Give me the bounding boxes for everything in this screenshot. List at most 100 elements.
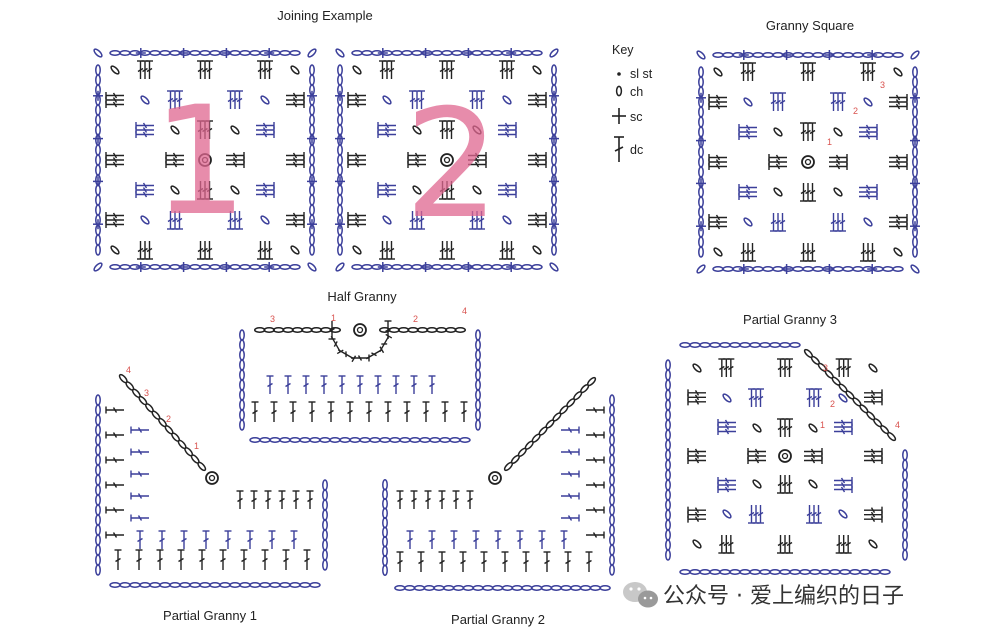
chain-stitch <box>441 264 453 270</box>
chain-stitch <box>551 124 557 136</box>
chain-stitch <box>382 517 388 529</box>
chain-stitch <box>412 185 422 195</box>
dc-stitch <box>503 241 511 260</box>
dc-stitch <box>508 60 515 79</box>
magic-ring <box>801 155 815 169</box>
chain-stitch <box>551 244 557 256</box>
dc-stitch <box>840 535 848 554</box>
sc-stitch <box>781 264 792 274</box>
sc-stitch <box>549 219 559 230</box>
chain-stitch <box>589 585 602 591</box>
chain-stitch <box>95 554 101 566</box>
chain-stitch <box>429 437 441 443</box>
dc-stitch <box>757 388 764 407</box>
dc-stitch <box>177 549 185 570</box>
dc-stitch <box>804 62 812 81</box>
chain-stitch <box>832 52 844 58</box>
chain-stitch <box>269 582 281 588</box>
chain-stitch <box>95 104 101 116</box>
sc-stitch <box>696 135 706 146</box>
dc-stitch <box>717 423 736 431</box>
chain-stitch <box>912 76 918 88</box>
magic-ring <box>198 153 212 167</box>
chain-stitch <box>95 464 101 476</box>
chain-stitch <box>752 479 762 489</box>
chain-stitch <box>789 342 801 348</box>
chain-stitch <box>189 264 201 270</box>
chain-stitch <box>239 379 245 391</box>
dc-stitch <box>256 186 275 194</box>
chain-stitch <box>772 52 784 58</box>
chain-stitch <box>912 166 918 178</box>
dc-stitch <box>727 358 735 377</box>
dc-stitch <box>815 388 822 407</box>
dc-stitch <box>835 535 843 554</box>
dc-stitch <box>226 161 245 168</box>
chain-stitch <box>609 444 615 456</box>
chain-stitch <box>912 186 918 198</box>
chain-stitch <box>309 437 321 443</box>
dc-stitch <box>146 60 153 79</box>
chain-stitch <box>802 266 814 272</box>
chain-stitch <box>290 245 300 255</box>
dc-stitch <box>403 401 411 422</box>
chain-stitch <box>389 437 401 443</box>
dc-stitch <box>136 530 144 549</box>
chain-stitch <box>349 437 361 443</box>
dc-stitch <box>586 506 605 514</box>
chain-stitch <box>722 52 734 58</box>
chain-stitch <box>586 376 597 387</box>
dc-stitch <box>105 152 124 159</box>
chain-stitch <box>95 494 101 506</box>
chain-stitch <box>665 379 671 391</box>
chain-stitch <box>431 50 443 56</box>
dc-stitch <box>786 358 793 377</box>
dc-stitch <box>498 186 517 194</box>
dc-stitch <box>105 531 124 539</box>
dc-stitch <box>156 549 164 570</box>
chain-stitch <box>471 50 483 56</box>
dc-stitch <box>165 161 184 168</box>
dc-stitch <box>834 423 853 431</box>
dc-stitch <box>256 122 275 129</box>
dc-stitch <box>781 535 789 554</box>
chain-stitch <box>698 126 704 138</box>
chain-stitch <box>752 423 762 433</box>
sc-stitch <box>135 262 146 272</box>
dc-stitch <box>392 375 400 394</box>
chain-stitch <box>309 64 315 76</box>
chain-stitch <box>839 569 851 575</box>
half-round-label-2: 2 <box>413 314 418 324</box>
granny-square-title: Granny Square <box>766 18 854 33</box>
magic-ring-inner <box>201 156 209 164</box>
chain-stitch <box>423 585 435 591</box>
joining-number-2: 2 <box>404 78 499 252</box>
chain-stitch <box>119 50 131 56</box>
chain-stitch <box>859 569 871 575</box>
chain-stitch <box>239 369 245 381</box>
dc-stitch <box>722 358 730 377</box>
dc-stitch <box>747 452 766 460</box>
dc-stitch <box>777 475 784 494</box>
chain-stitch <box>779 342 791 348</box>
chain-stitch <box>912 66 918 78</box>
chain-stitch <box>272 327 285 333</box>
chain-stitch <box>329 437 341 443</box>
chain-stitch <box>309 582 321 588</box>
dc-stitch <box>306 490 314 509</box>
sc-stitch <box>307 90 317 101</box>
chain-stitch <box>912 116 918 128</box>
dc-stitch <box>498 131 517 138</box>
chain-stitch <box>812 52 824 58</box>
chain-stitch <box>260 95 270 105</box>
chain-stitch <box>169 264 181 270</box>
chain-stitch <box>431 264 443 270</box>
half-granny-title: Half Granny <box>327 289 397 304</box>
chain-stitch <box>773 127 783 137</box>
magic-ring <box>440 153 454 167</box>
chain-stitch <box>95 244 101 256</box>
dc-stitch <box>522 551 530 572</box>
dc-stitch <box>424 490 432 509</box>
chain-stitch <box>609 524 615 536</box>
chain-stitch <box>413 585 426 591</box>
